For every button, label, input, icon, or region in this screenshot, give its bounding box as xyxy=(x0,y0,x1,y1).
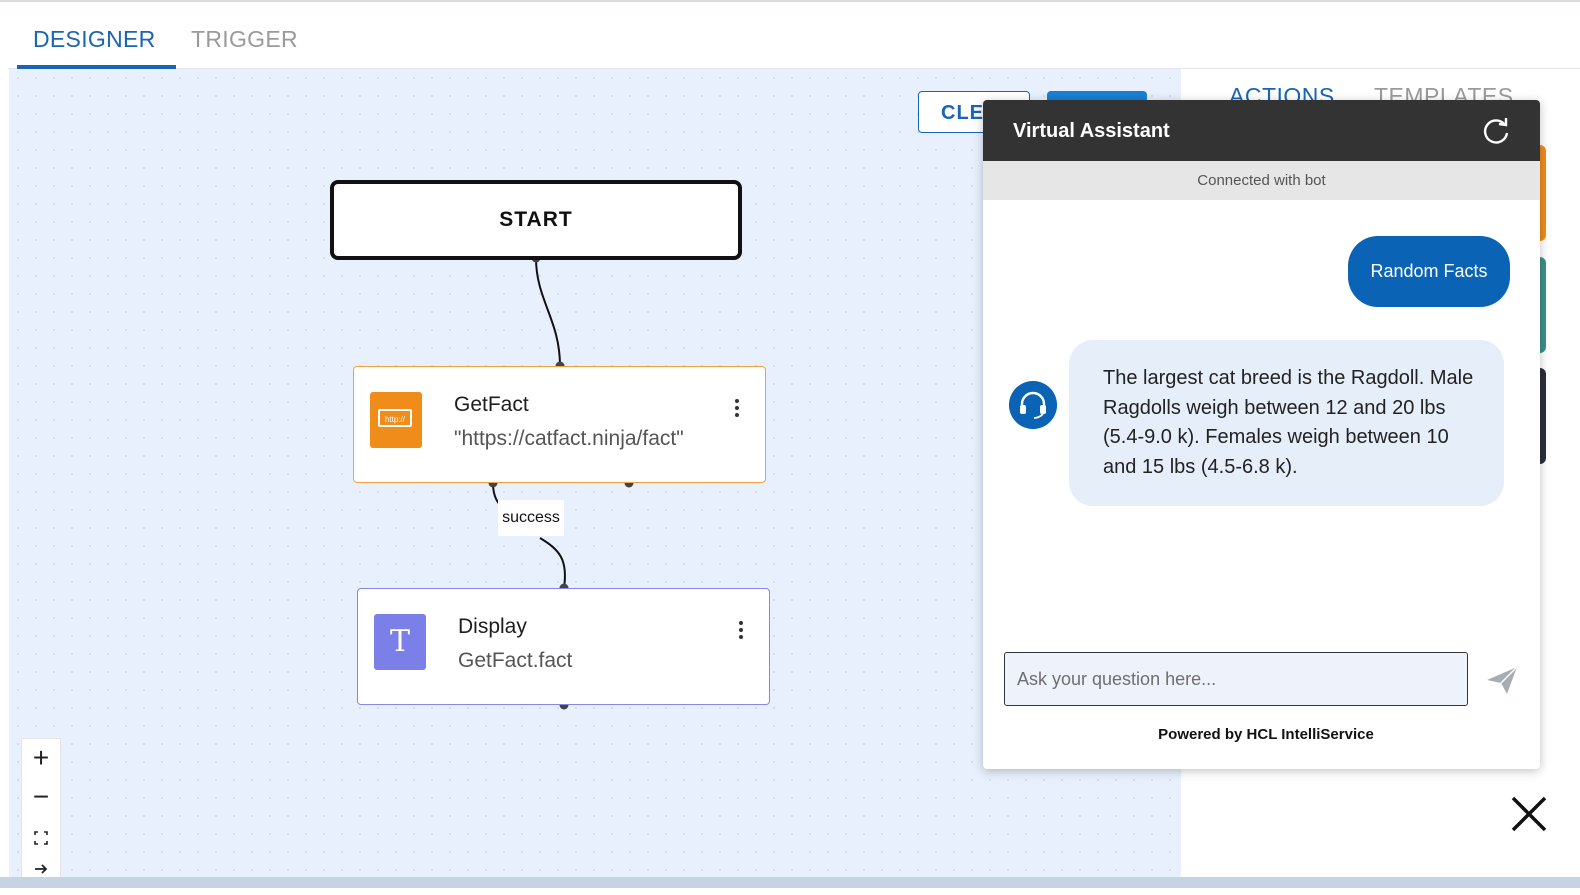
action-card-dark[interactable] xyxy=(1536,368,1546,464)
zoom-in-button[interactable]: + xyxy=(32,742,50,773)
fit-view-icon xyxy=(34,831,48,845)
chat-input[interactable] xyxy=(1004,652,1468,706)
tab-designer[interactable]: DESIGNER xyxy=(33,26,156,52)
headset-icon xyxy=(1009,381,1057,429)
user-message: Random Facts xyxy=(1348,236,1510,307)
bottom-scrollbar[interactable] xyxy=(0,877,1580,888)
connection-status: Connected with bot xyxy=(983,161,1540,200)
chat-title: Virtual Assistant xyxy=(1013,120,1170,142)
more-options-icon[interactable] xyxy=(739,621,745,642)
text-icon: T xyxy=(374,614,426,670)
action-card-teal[interactable] xyxy=(1536,257,1546,353)
action-card-orange[interactable] xyxy=(1536,145,1546,241)
fit-view-button[interactable] xyxy=(22,819,60,857)
arrow-right-icon xyxy=(35,864,48,874)
send-icon[interactable] xyxy=(1485,664,1519,696)
edge-start-getfact xyxy=(535,257,561,367)
node-subtitle: GetFact.fact xyxy=(458,649,573,672)
display-node[interactable]: T Display GetFact.fact xyxy=(357,588,770,705)
http-icon-label: http:// xyxy=(378,409,412,427)
close-icon[interactable] xyxy=(1509,794,1549,834)
chat-header: Virtual Assistant xyxy=(983,100,1540,161)
powered-by-footer: Powered by HCL IntelliService xyxy=(1158,726,1374,743)
tab-trigger[interactable]: TRIGGER xyxy=(191,26,298,52)
http-icon: http:// xyxy=(370,392,422,448)
getfact-node[interactable]: http:// GetFact "https://catfact.ninja/f… xyxy=(353,366,766,483)
lock-button[interactable] xyxy=(22,857,60,895)
more-options-icon[interactable] xyxy=(735,399,741,420)
edge-getfact-display-bottom xyxy=(539,537,566,589)
zoom-out-button[interactable]: − xyxy=(32,781,50,812)
bot-message: The largest cat breed is the Ragdoll. Ma… xyxy=(1069,340,1504,506)
active-tab-indicator xyxy=(17,65,176,69)
edge-label-success: success xyxy=(498,500,564,536)
node-title: Display xyxy=(458,615,527,638)
zoom-controls: + − xyxy=(21,738,61,878)
start-node[interactable]: START xyxy=(330,180,742,260)
node-title: GetFact xyxy=(454,393,529,416)
top-border xyxy=(0,0,1580,2)
tab-bar: DESIGNER TRIGGER xyxy=(8,2,1580,69)
chat-widget: Virtual Assistant Connected with bot Ran… xyxy=(983,100,1540,769)
refresh-icon[interactable] xyxy=(1481,116,1511,146)
node-subtitle: "https://catfact.ninja/fact" xyxy=(454,427,684,450)
